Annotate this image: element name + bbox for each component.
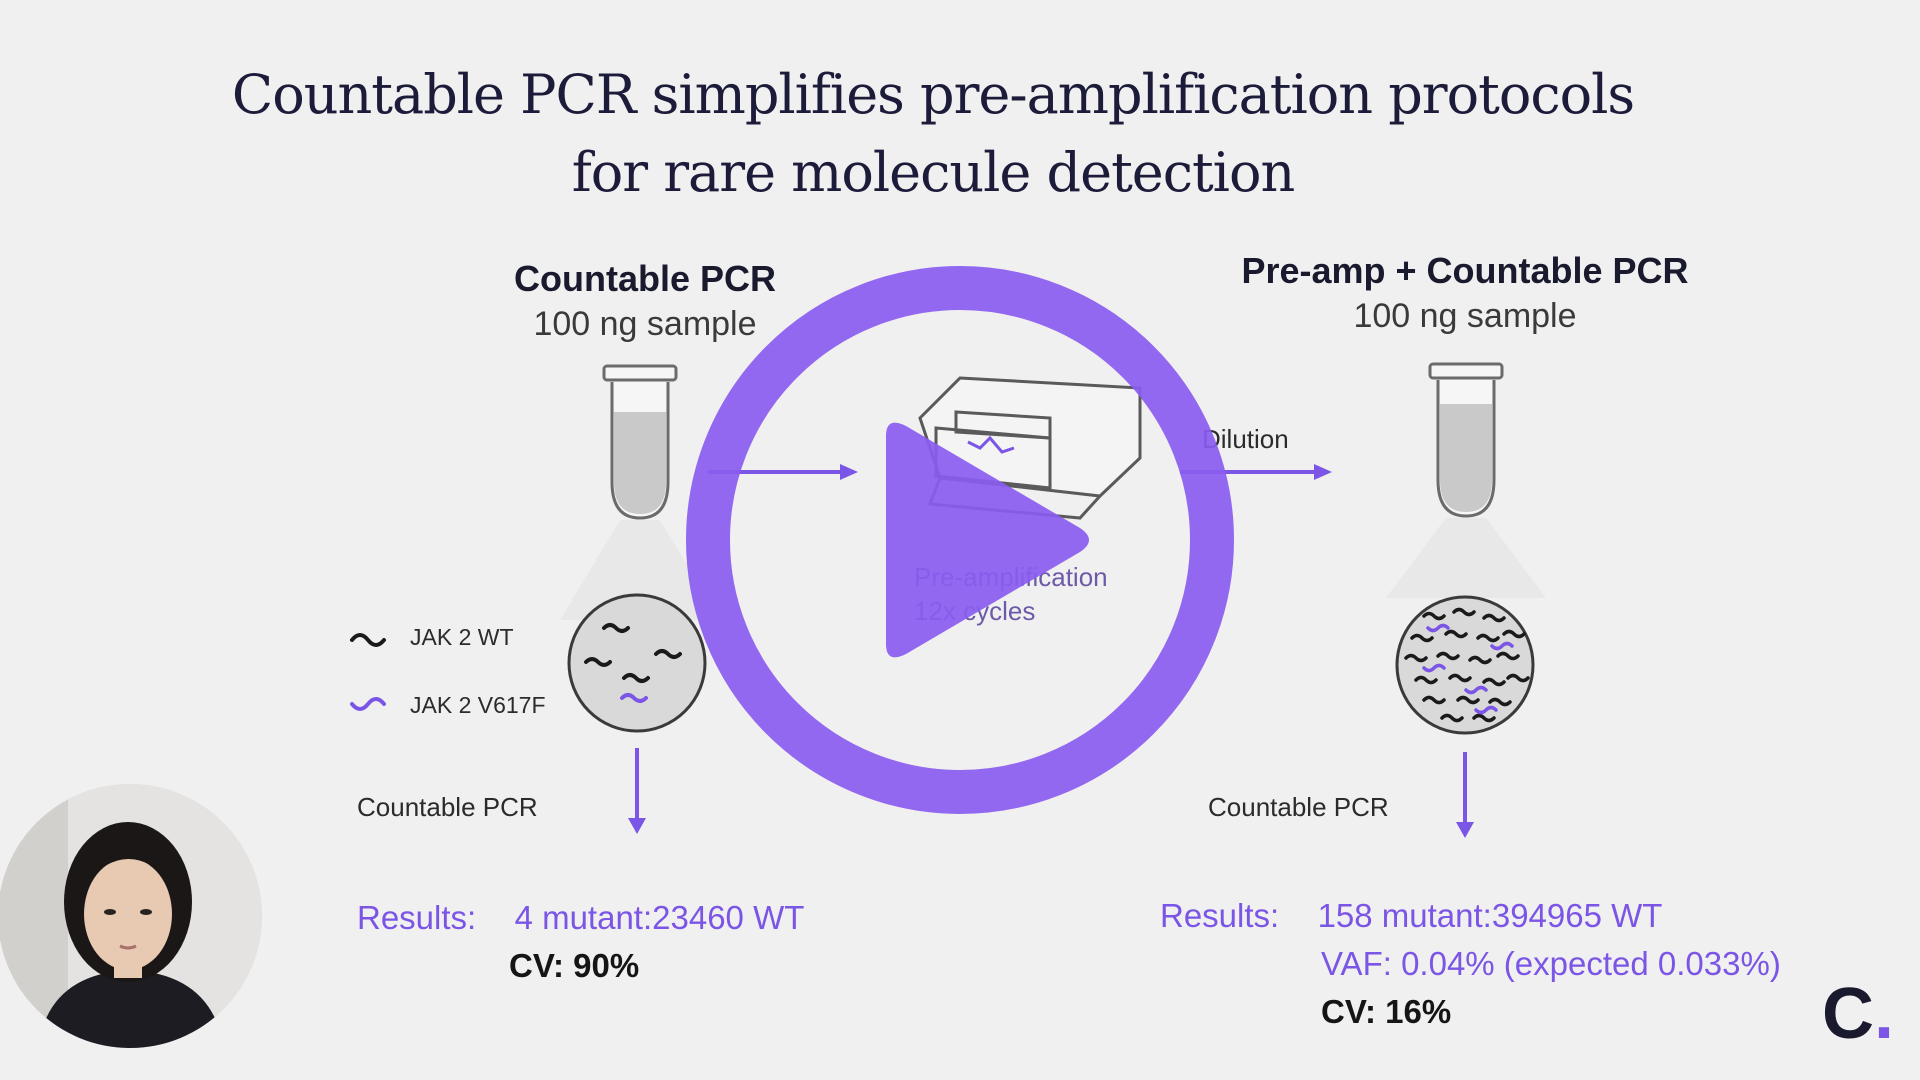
left-results-cv: CV: 90%: [509, 947, 640, 984]
play-button[interactable]: [686, 266, 1234, 814]
presenter-avatar: [0, 784, 262, 1048]
right-results: Results: 158 mutant:394965 WT VAF: 0.04%…: [1160, 892, 1781, 1036]
left-heading-title: Countable PCR: [513, 258, 776, 299]
left-down-arrow: [628, 748, 646, 834]
left-sample-circle: [567, 593, 707, 733]
play-icon: [886, 422, 1089, 658]
legend-mutant-label: JAK 2 V617F: [410, 692, 546, 718]
right-results-vaf: VAF: 0.04% (expected 0.033%): [1321, 945, 1781, 982]
legend-wt: JAK 2 WT: [350, 624, 514, 651]
wt-strand-icon: [350, 632, 386, 647]
logo-letter: C: [1821, 974, 1874, 1054]
right-results-cv: CV: 16%: [1321, 993, 1452, 1030]
right-results-label: Results:: [1160, 897, 1280, 934]
left-results-label: Results:: [357, 899, 477, 936]
legend-wt-label: JAK 2 WT: [410, 624, 514, 650]
right-heading: Pre-amp + Countable PCR 100 ng sample: [1215, 248, 1715, 338]
right-results-counts: 158 mutant:394965 WT: [1317, 897, 1663, 934]
left-test-tube-icon: [602, 364, 678, 520]
slide-title: Countable PCR simplifies pre-amplificati…: [0, 56, 1866, 212]
right-heading-sample: 100 ng sample: [1353, 297, 1577, 335]
left-results: Results: 4 mutant:23460 WT CV: 90%: [357, 894, 804, 990]
legend-mutant: JAK 2 V617F: [350, 692, 546, 719]
logo-dot: .: [1873, 974, 1894, 1054]
right-test-tube-icon: [1428, 362, 1504, 518]
slide-title-line-1: Countable PCR simplifies pre-amplificati…: [231, 63, 1635, 126]
left-results-counts: 4 mutant:23460 WT: [514, 899, 805, 936]
left-magnify-cone: [560, 520, 720, 620]
right-magnify-cone: [1386, 518, 1546, 598]
right-down-arrow: [1456, 752, 1474, 838]
slide-title-line-2: for rare molecule detection: [571, 141, 1295, 204]
mutant-strand-icon: [350, 696, 386, 711]
brand-logo: C.: [1822, 978, 1894, 1050]
left-heading: Countable PCR 100 ng sample: [480, 256, 810, 346]
left-countable-pcr-label: Countable PCR: [357, 792, 538, 822]
right-heading-title: Pre-amp + Countable PCR: [1241, 250, 1689, 291]
presenter-figure: [0, 784, 262, 1048]
right-countable-pcr-label: Countable PCR: [1208, 792, 1389, 822]
right-sample-circle: [1395, 595, 1535, 735]
left-heading-sample: 100 ng sample: [533, 305, 757, 343]
